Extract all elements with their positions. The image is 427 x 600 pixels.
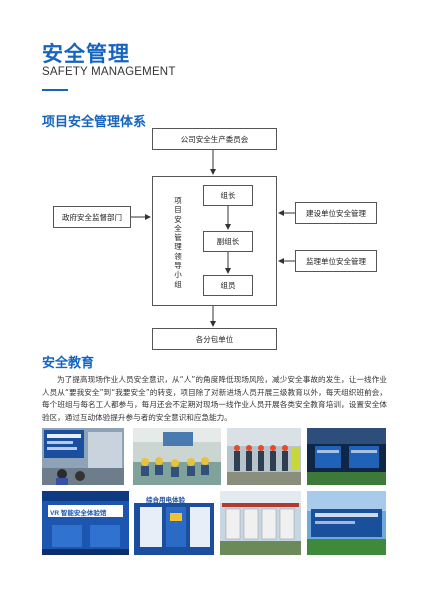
photo-electric-experience: 综合用电体验 — [134, 491, 214, 555]
section-heading-education: 安全教育 — [42, 356, 95, 371]
section-heading-org: 项目安全管理体系 — [42, 115, 147, 130]
photo-experience-racks — [220, 491, 301, 555]
page-subtitle: SAFETY MANAGEMENT — [42, 66, 176, 78]
photo-outdoor-board — [307, 491, 386, 555]
org-box-right-top: 建设单位安全管理 — [295, 202, 377, 224]
org-box-top: 公司安全生产委员会 — [152, 128, 277, 150]
photo-sign-electric: 综合用电体验 — [146, 497, 185, 504]
org-box-leader: 组长 — [203, 185, 253, 206]
title-underline — [42, 89, 68, 91]
org-box-member: 组员 — [203, 275, 253, 296]
org-group-label: 项目安全管理领导小组 — [174, 196, 182, 289]
org-box-right-bottom: 监理单位安全管理 — [295, 250, 377, 272]
photo-workers-lineup — [227, 428, 301, 485]
photo-vr-experience: VR 智能安全体验馆 — [42, 491, 129, 555]
org-box-left: 政府安全监督部门 — [53, 206, 131, 228]
photo-safety-zone — [307, 428, 386, 485]
education-paragraph: 为了提高现场作业人员安全意识，从“人”的角度降低现场风险，减少安全事故的发生，让… — [42, 375, 387, 422]
photo-training-screen — [42, 428, 124, 485]
page-title: 安全管理 — [42, 42, 130, 66]
org-box-deputy: 副组长 — [203, 231, 253, 252]
photo-sign-vr: VR 智能安全体验馆 — [50, 510, 107, 517]
photo-classroom — [133, 428, 221, 485]
org-box-bottom: 各分包单位 — [152, 328, 277, 350]
org-group-frame — [152, 176, 277, 306]
